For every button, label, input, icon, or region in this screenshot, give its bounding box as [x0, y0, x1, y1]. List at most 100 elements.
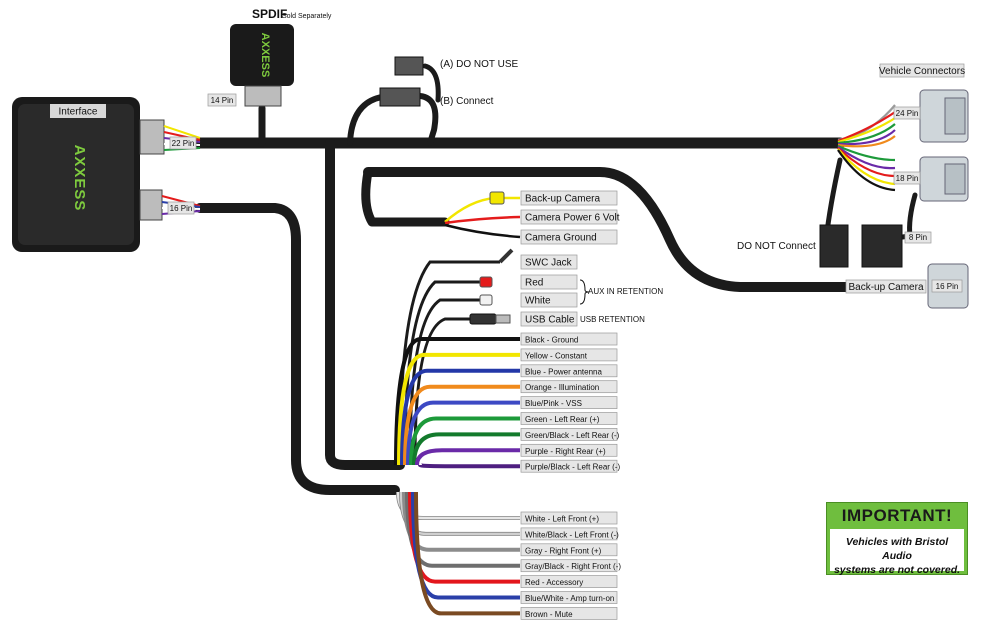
mid-label-box	[520, 459, 618, 473]
bottom-wire-fill	[399, 491, 520, 536]
pin-14-label: 14 Pin	[211, 96, 234, 105]
connector-b-label: (B) Connect	[440, 96, 494, 107]
pin-18-label: 18 Pin	[896, 174, 919, 183]
usb-plug	[469, 313, 497, 325]
mid-wire	[403, 384, 520, 466]
mid-label: Purple - Right Rear (+)	[525, 447, 606, 456]
bottom-label-box	[520, 591, 618, 604]
mid-label-box	[520, 412, 618, 425]
mid-label: Green/Black - Left Rear (-)	[525, 431, 620, 440]
connector-a-cable	[422, 63, 441, 103]
mid-wire	[418, 463, 520, 469]
backup-camera-lead-label: Back-up Camera	[525, 194, 600, 205]
camera-leads	[444, 196, 521, 239]
camera-loop-cable	[363, 167, 855, 292]
connector-b	[379, 87, 421, 107]
svg-text:AXXESS: AXXESS	[259, 33, 271, 78]
bottom-wire	[405, 491, 520, 568]
important-line-2: systems are not covered.	[833, 564, 961, 576]
vehicle-connector-24pin	[919, 89, 969, 143]
do-not-connect-plug	[819, 224, 903, 268]
mid-wire	[415, 448, 520, 466]
bottom-label: Red - Accessory	[525, 578, 583, 587]
vehicle-connector-18pin	[919, 156, 969, 202]
bottom-label-box	[520, 575, 618, 588]
rca-red-jack	[479, 276, 493, 288]
interface-label: Interface	[59, 107, 98, 118]
mid-label: Yellow - Constant	[525, 351, 588, 360]
bottom-label-box	[520, 559, 618, 573]
mid-label-box	[520, 348, 618, 362]
pin-24-label: 24 Pin	[896, 109, 919, 118]
bottom-label-box	[520, 543, 618, 557]
pin-16-label: 16 Pin	[170, 204, 193, 213]
connector-b-cable-return	[417, 93, 439, 146]
swc-jack-plug	[498, 248, 514, 264]
mid-wire	[394, 337, 520, 466]
vehicle-wire-fan	[837, 99, 896, 192]
usb-retention-label: USB RETENTION	[580, 315, 645, 324]
mid-label: Blue/Pink - VSS	[525, 399, 582, 408]
mid-label-box	[520, 332, 618, 346]
important-body: Vehicles with Bristol Audio systems are …	[830, 529, 964, 576]
front-harness-cable	[195, 203, 400, 495]
bottom-wire	[408, 491, 520, 584]
camera-lead-cable	[361, 167, 450, 227]
bottom-wire	[402, 491, 520, 552]
mid-wire	[406, 400, 520, 466]
mid-wire	[397, 352, 520, 466]
mid-label-box	[520, 380, 618, 394]
mid-label-box	[520, 443, 618, 457]
backup-camera-vehicle-label: Back-up Camera	[848, 282, 923, 293]
mid-label-box	[520, 428, 618, 441]
important-notice: IMPORTANT! Vehicles with Bristol Audio s…	[826, 502, 968, 576]
top-lead-labels: Back-up Camera Camera Power 6 Volt Camer…	[520, 190, 663, 327]
bottom-label: Gray/Black - Right Front (-)	[525, 562, 621, 571]
rca-yellow-jack	[489, 191, 505, 205]
mid-label-box	[520, 364, 618, 378]
bottom-label-box	[520, 527, 618, 541]
mid-wire	[412, 432, 520, 466]
bottom-label: Brown - Mute	[525, 610, 573, 619]
camera-ground-label: Camera Ground	[525, 233, 597, 244]
vehicle-connectors-label: Vehicle Connectors	[879, 66, 965, 77]
mid-label: Purple/Black - Left Rear (-)	[525, 463, 620, 472]
bottom-label: Blue/White - Amp turn-on	[525, 594, 614, 603]
mid-label: Black - Ground	[525, 336, 578, 345]
usb-cable-label: USB Cable	[525, 315, 575, 326]
important-line-1: Vehicles with Bristol Audio	[845, 536, 949, 562]
spdif-module: AXXESS	[230, 24, 294, 107]
mid-wire	[400, 368, 520, 466]
mid-label: Blue - Power antenna	[525, 367, 602, 376]
bottom-wire-group: White - Left Front (+) White/Black - Left…	[396, 491, 621, 620]
bottom-label: Gray - Right Front (+)	[525, 546, 602, 555]
bottom-label: White - Left Front (+)	[525, 515, 599, 524]
bottom-wire	[414, 491, 520, 616]
bottom-wire	[399, 491, 520, 536]
white-rca-label: White	[525, 296, 551, 307]
aux-retention-label: AUX IN RETENTION	[588, 287, 663, 296]
spdif-note: Sold Separately	[282, 13, 332, 20]
important-title: IMPORTANT!	[841, 506, 953, 525]
interface-module: Interface AXXESS	[12, 97, 165, 252]
axxess-logo: AXXESS	[71, 145, 88, 212]
mid-wire	[409, 416, 520, 466]
bottom-label-box	[520, 511, 618, 525]
bottom-label-box	[520, 607, 618, 620]
connector-a-label: (A) DO NOT USE	[440, 59, 518, 70]
mid-label-box	[520, 396, 618, 409]
bottom-label: White/Black - Left Front (-)	[525, 530, 619, 539]
mid-label: Green - Left Rear (+)	[525, 415, 600, 424]
pin-22-label: 22 Pin	[172, 139, 195, 148]
connector-a	[394, 56, 424, 76]
swc-jack-label: SWC Jack	[525, 258, 573, 269]
red-rca-label: Red	[525, 278, 543, 289]
pin-8-label: 8 Pin	[909, 233, 927, 242]
pin-16b-label: 16 Pin	[936, 282, 959, 291]
camera-power-label: Camera Power 6 Volt	[525, 213, 620, 224]
do-not-connect-label: DO NOT Connect	[737, 241, 816, 252]
spdif-title: SPDIF	[252, 7, 287, 21]
rca-white-jack	[479, 294, 493, 306]
